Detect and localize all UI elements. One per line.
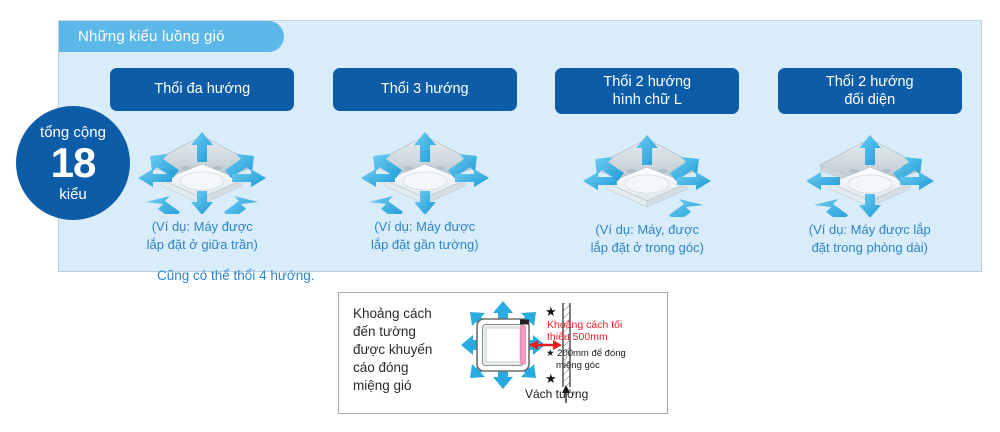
airflow-mode-card-2[interactable]: Thổi 3 hướng (314, 68, 537, 268)
mode-title-line1-3: Thổi 2 hướng (603, 74, 692, 90)
wall-distance-line-5: miệng gió (353, 377, 412, 393)
mode-caption-line1-4: (Ví dụ: Máy được lắp (808, 222, 931, 238)
mode-caption-line2-3: lắp đặt ở trong góc) (590, 239, 704, 255)
corner-outlet-line-1: ★ 200mm để đóng (546, 348, 626, 359)
badge-number: 18 (50, 138, 97, 186)
wall-distance-line-4: cáo đóng (353, 359, 409, 375)
mode-title-line2-3: hình chữ L (612, 92, 682, 109)
svg-text:★: ★ (545, 371, 557, 386)
airflow-patterns-panel: Những kiểu luồng gió Thổi đa hướng (58, 20, 982, 283)
wall-label: Vách tường (525, 387, 589, 401)
mode-caption-line1-3: (Ví dụ: Máy, được (595, 222, 700, 238)
badge-bottom-label: kiểu (59, 185, 87, 203)
mode-caption-line2-4: đặt trong phòng dài) (811, 239, 928, 255)
minimum-distance-line-1: Khoảng cách tối (547, 319, 623, 331)
mode-title-button-2[interactable]: Thổi 3 hướng (332, 68, 517, 111)
ceiling-cassette-opposite-icon (782, 121, 958, 218)
minimum-distance-line-2: thiểu 500mm (547, 331, 608, 344)
airflow-mode-card-4[interactable]: Thổi 2 hướng đối diện (759, 68, 982, 268)
wall-distance-line-1: Khoảng cách (353, 306, 432, 321)
mode-title-button-4[interactable]: Thổi 2 hướng đối diện (777, 68, 962, 115)
badge-top-label: tổng cộng (40, 123, 106, 141)
mode-title-line1-1: Thổi đa hướng (154, 81, 251, 98)
mode-caption-2: (Ví dụ: Máy được lắp đặt gần tường) (371, 218, 479, 253)
airflow-mode-card-3[interactable]: Thổi 2 hướng hình chữ L (536, 68, 759, 268)
mode-title-line1-4: Thổi 2 hướng (825, 74, 914, 90)
mode-caption-line1-1: (Ví dụ: Máy được (151, 219, 253, 234)
ceiling-cassette-l-shape-icon (559, 121, 735, 218)
mode-title-button-3[interactable]: Thổi 2 hướng hình chữ L (555, 68, 740, 115)
mode-caption-4: (Ví dụ: Máy được lắp đặt trong phòng dài… (809, 221, 931, 256)
top-view-clearance-illustration: ★ ★ (457, 297, 577, 411)
svg-text:★: ★ (545, 304, 557, 319)
panel-title: Những kiểu luồng gió (78, 28, 225, 45)
mode-caption-3: (Ví dụ: Máy, được lắp đặt ở trong góc) (591, 221, 704, 256)
ceiling-cassette-multi-direction-icon (114, 118, 290, 214)
mode-caption-line1-2: (Ví dụ: Máy được (374, 219, 476, 234)
ceiling-cassette-3-direction-icon (337, 118, 513, 214)
mode-caption-line2-2: lắp đặt gần tường) (370, 236, 479, 252)
mode-title-line2-4: đối diện (844, 92, 896, 109)
wall-distance-diagram-box: Khoảng cách đến tường được khuyến cáo đó… (338, 292, 668, 414)
extra-note: Cũng có thể thổi 4 hướng. (157, 268, 315, 283)
panel-header-pill: Những kiểu luồng gió (59, 21, 284, 52)
wall-distance-line-3: được khuyến (353, 341, 433, 357)
total-patterns-badge: tổng cộng 18 kiểu (16, 106, 130, 220)
mode-title-line1-2: Thổi 3 hướng (380, 81, 469, 98)
corner-outlet-line-2: miệng góc (556, 360, 600, 372)
corner-outlet-note: ★ 200mm để đóng miệng góc (546, 348, 626, 373)
airflow-mode-columns: Thổi đa hướng (91, 68, 981, 268)
minimum-distance-note: Khoảng cách tối thiểu 500mm (547, 319, 622, 343)
wall-distance-line-2: đến tường (353, 323, 416, 339)
mode-title-button-1[interactable]: Thổi đa hướng (110, 68, 295, 111)
mode-caption-1: (Ví dụ: Máy được lắp đặt ở giữa trần) (147, 218, 258, 253)
airflow-mode-card-1[interactable]: Thổi đa hướng (91, 68, 314, 268)
wall-distance-description: Khoảng cách đến tường được khuyến cáo đó… (353, 305, 463, 395)
mode-caption-line2-1: lắp đặt ở giữa trần) (146, 236, 258, 252)
